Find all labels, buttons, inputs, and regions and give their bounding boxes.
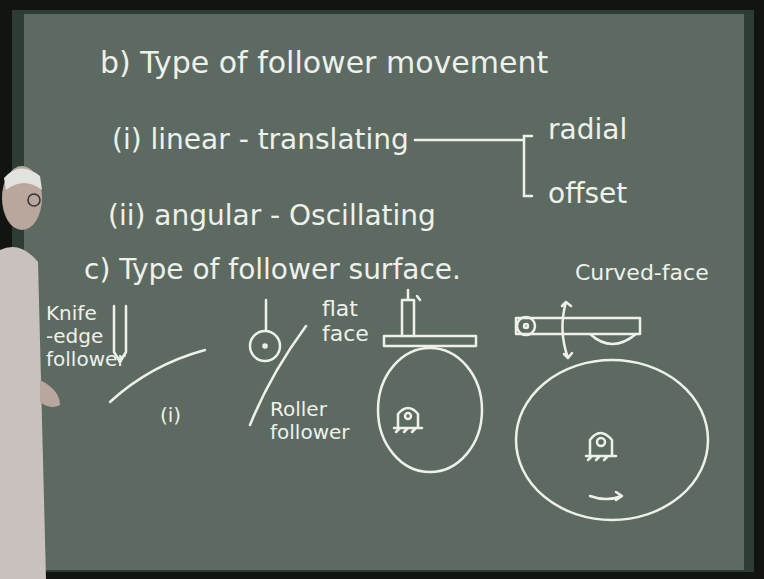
label-position: (i) xyxy=(160,404,181,427)
roller-pin xyxy=(264,345,267,348)
label-position: radial xyxy=(548,114,627,146)
board-text: flat face xyxy=(322,296,394,347)
roller xyxy=(250,331,280,361)
cam-shaft xyxy=(405,413,411,419)
board-text: b) Type of follower movement xyxy=(100,46,548,81)
label-position: flat face xyxy=(322,296,394,347)
lecturer-head xyxy=(2,166,42,230)
cam xyxy=(378,348,482,472)
cam xyxy=(516,360,708,520)
cam-pivot xyxy=(586,433,616,460)
board-frame xyxy=(12,10,754,572)
label-position: c) Type of follower surface. xyxy=(84,254,461,286)
board-text: Knife -edge follower xyxy=(46,302,110,371)
board-text: (i) xyxy=(160,404,181,427)
rotation-arrow xyxy=(590,492,622,500)
bracket-arm xyxy=(524,136,532,196)
cam-profile xyxy=(110,350,205,402)
roller-stem xyxy=(265,300,268,330)
label-position: Roller follower xyxy=(270,398,354,444)
cam-pivot xyxy=(394,408,422,432)
lecturer-shirt xyxy=(0,247,46,579)
arm-pivot xyxy=(517,317,535,335)
flat-face-plate xyxy=(384,336,476,346)
board-text: (ii) angular - Oscillating xyxy=(108,200,436,232)
flat-face-stem xyxy=(402,300,414,336)
board-text: Curved-face xyxy=(575,260,709,285)
board-text: offset xyxy=(548,178,627,210)
oscillating-arm xyxy=(516,318,640,334)
label-position: b) Type of follower movement xyxy=(100,46,548,81)
label-position: offset xyxy=(548,178,627,210)
arm-pivot-pin xyxy=(524,324,528,328)
label-position: Curved-face xyxy=(575,260,709,285)
stem-marks xyxy=(408,290,420,300)
label-position: (i) linear - translating xyxy=(112,124,409,156)
lecturer-hand xyxy=(40,380,60,407)
lecturer xyxy=(0,166,60,579)
bracket xyxy=(415,136,532,196)
board-text: c) Type of follower surface. xyxy=(84,254,461,286)
board-text: radial xyxy=(548,114,627,146)
oscillation-arrow xyxy=(562,302,572,358)
chalkboard xyxy=(24,14,744,570)
label-position: (ii) angular - Oscillating xyxy=(108,200,436,232)
knife-edge-follower xyxy=(114,306,126,362)
board-text: Roller follower xyxy=(270,398,354,444)
bracket-lead xyxy=(415,139,524,142)
lecturer-glasses xyxy=(28,194,40,206)
curved-face-shoe xyxy=(590,334,636,344)
cam-shaft xyxy=(597,438,605,446)
label-position: Knife -edge follower xyxy=(46,302,110,371)
board-text: (i) linear - translating xyxy=(112,124,409,156)
lecturer-hair xyxy=(4,168,42,190)
